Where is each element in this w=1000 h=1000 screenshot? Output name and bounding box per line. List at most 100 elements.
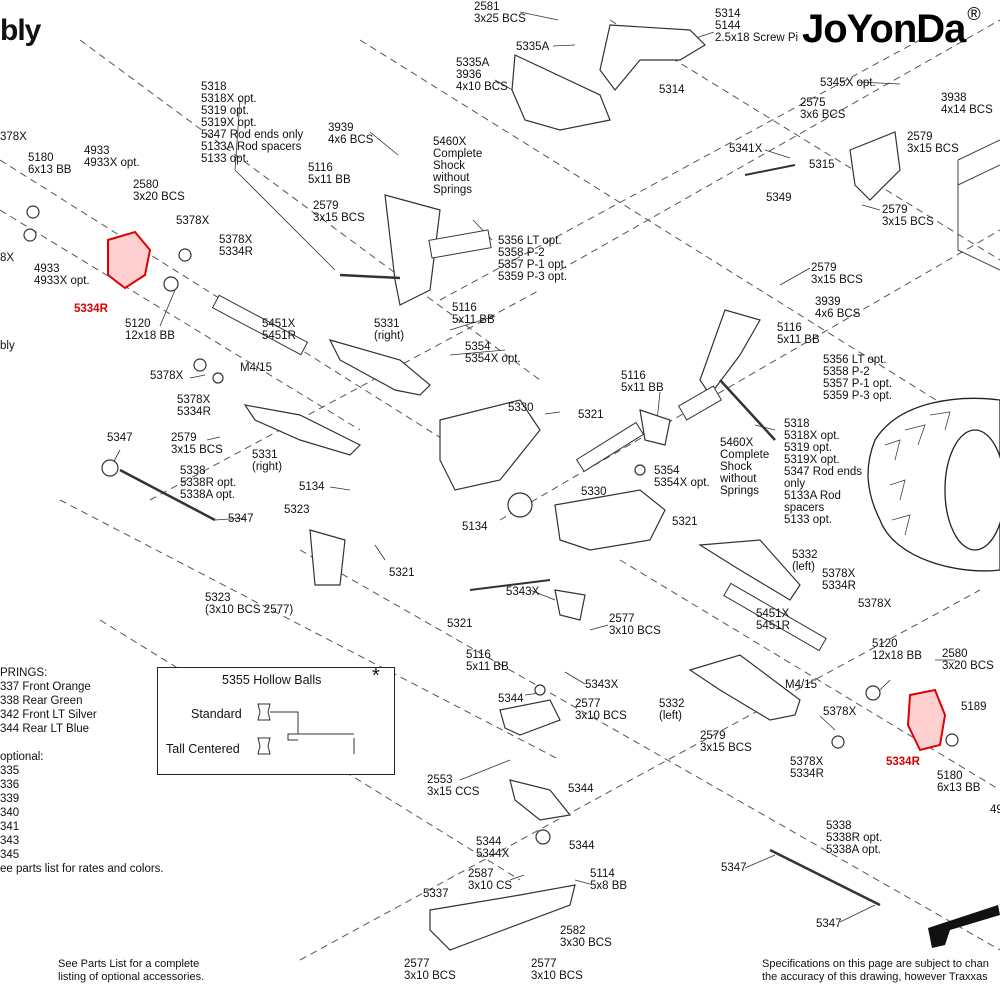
part-callout: 3938 4x14 BCS [941, 92, 993, 116]
star-icon: * [372, 665, 380, 687]
part-callout: 5344 [498, 693, 524, 705]
chassis-parts [243, 24, 901, 951]
part-callout: 5378X [176, 215, 210, 227]
part-callout: 5116 5x11 BB [621, 370, 664, 394]
part-callout: 4933 4933X opt. [84, 145, 140, 169]
part-callout: 2587 3x10 CS [468, 868, 513, 892]
part-callout: 2579 3x15 BCS [700, 730, 752, 754]
part-callout: 2577 3x10 BCS [404, 958, 456, 982]
part-callout: 5378X [150, 370, 184, 382]
part-callout: 5347 [107, 432, 133, 444]
part-callout: 5315 [809, 159, 835, 171]
part-callout: 5378X 5334R [790, 756, 824, 780]
part-callout: 5321 [672, 516, 698, 528]
springs-list: PRINGS: 337 Front Orange 338 Rear Green … [0, 667, 164, 875]
part-callout: 5180 6x13 BB [28, 152, 72, 176]
part-callout: 5345X opt. [820, 77, 876, 89]
brand-mark: ® [967, 4, 980, 24]
tire-tread [884, 411, 951, 536]
inset-tall-label: Tall Centered [166, 742, 240, 756]
part-callout: 5116 5x11 BB [308, 162, 351, 186]
part-callout: 5330 [508, 402, 534, 414]
part-callout: 5318 5318X opt. 5319 opt. 5319X opt. 534… [784, 418, 863, 526]
part-callout: M4/15 [785, 679, 817, 691]
part-callout: 5451X 5451R [756, 608, 790, 632]
part-callout: 5343X [585, 679, 619, 691]
part-callout: 5321 [447, 618, 473, 630]
part-callout: 2579 3x15 BCS [882, 204, 934, 228]
brand-name: JoYonDa [802, 7, 966, 51]
part-callout: 5354 5354X opt. [465, 341, 521, 365]
part-callout: 5347 [721, 862, 747, 874]
part-callout: 5335A [516, 41, 550, 53]
part-callout: 5314 [659, 84, 685, 96]
shaft-parts [119, 164, 881, 907]
part-callout: 5378X 5334R [219, 234, 253, 258]
part-callout: 5330 [581, 486, 607, 498]
part-callout: 2579 3x15 BCS [811, 262, 863, 286]
part-callout: 5323 [284, 504, 310, 516]
part-callout: 2577 3x10 BCS [609, 613, 661, 637]
part-callout: 5356 LT opt. 5358 P-2 5357 P-1 opt. 5359… [823, 354, 893, 402]
part-callout: 49 [990, 804, 1000, 816]
part-callout: 5331 (right) [252, 449, 283, 473]
part-callout: 2577 3x10 BCS [531, 958, 583, 982]
part-callout: 5341X [729, 143, 763, 155]
inset-title: 5355 Hollow Balls [222, 673, 322, 687]
part-callout: 5120 12x18 BB [872, 638, 922, 662]
part-callout: 5334R [74, 303, 108, 315]
part-callout: 5378X [858, 598, 892, 610]
part-callout: M4/15 [240, 362, 272, 374]
part-callout: 5335A 3936 4x10 BCS [456, 57, 508, 93]
highlighted-knuckles [107, 230, 947, 752]
part-callout: bly [0, 340, 15, 352]
part-callout: 2579 3x15 BCS [907, 131, 959, 155]
part-callout: 5451X 5451R [262, 318, 296, 342]
part-callout: 5349 [766, 192, 792, 204]
part-callout: 2577 3x10 BCS [575, 698, 627, 722]
part-callout: 2581 3x25 BCS [474, 1, 526, 25]
part-callout: 5180 6x13 BB [937, 770, 981, 794]
part-callout: 2579 3x15 BCS [171, 432, 223, 456]
hollow-balls-inset: 5355 Hollow Balls * Standard Tall Center… [157, 665, 395, 775]
part-callout: 2575 3x6 BCS [800, 97, 846, 121]
part-callout: 2579 3x15 BCS [313, 200, 365, 224]
part-callout: 5347 [228, 513, 254, 525]
tire-wheel [867, 397, 1000, 572]
part-callout: 5114 5x8 BB [590, 868, 628, 892]
part-callout: 5134 [299, 481, 325, 493]
part-callout: 3939 4x6 BCS [815, 296, 861, 320]
part-callout: 2580 3x20 BCS [942, 648, 994, 672]
part-callout: 5189 [961, 701, 987, 713]
part-callout: 378X [0, 131, 27, 143]
part-callout: 5338 5338R opt. 5338A opt. [180, 465, 237, 501]
part-callout: 5321 [578, 409, 604, 421]
part-callout: 5460X Complete Shock without Springs [433, 136, 483, 196]
part-callout: 3939 4x6 BCS [328, 122, 374, 146]
brand-watermark: JoYonDa® [802, 4, 981, 52]
logo-traxxas [928, 905, 1000, 948]
part-callout: 5331 (right) [374, 318, 405, 342]
hollow-ball-drawings [257, 703, 355, 755]
footer-left-note: See Parts List for a complete listing of… [58, 958, 205, 983]
part-callout: 5460X Complete Shock without Springs [720, 437, 770, 497]
part-callout: 5116 5x11 BB [452, 302, 495, 326]
part-callout: 8X [0, 252, 15, 264]
part-callout: 5356 LT opt. 5358 P-2 5357 P-1 opt. 5359… [498, 235, 568, 283]
part-callout: 5378X [823, 706, 857, 718]
part-callout: 5332 (left) [659, 698, 685, 722]
part-callout: 5343X [506, 586, 540, 598]
inset-standard-label: Standard [191, 707, 242, 721]
part-callout: 5344 5344X [476, 836, 510, 860]
title-fragment: bly [0, 14, 41, 47]
decor-frame [957, 139, 1000, 271]
part-callout: 5347 [816, 918, 842, 930]
part-callout: 5134 [462, 521, 488, 533]
part-callout: 5378X 5334R [177, 394, 211, 418]
part-callout: 5354 5354X opt. [654, 465, 710, 489]
bearings [23, 205, 959, 845]
part-callout: 5314 5144 2.5x18 Screw Pi [715, 8, 799, 44]
part-callout: 5344 [568, 783, 594, 795]
part-callout: 5318 5318X opt. 5319 opt. 5319X opt. 534… [201, 81, 304, 165]
